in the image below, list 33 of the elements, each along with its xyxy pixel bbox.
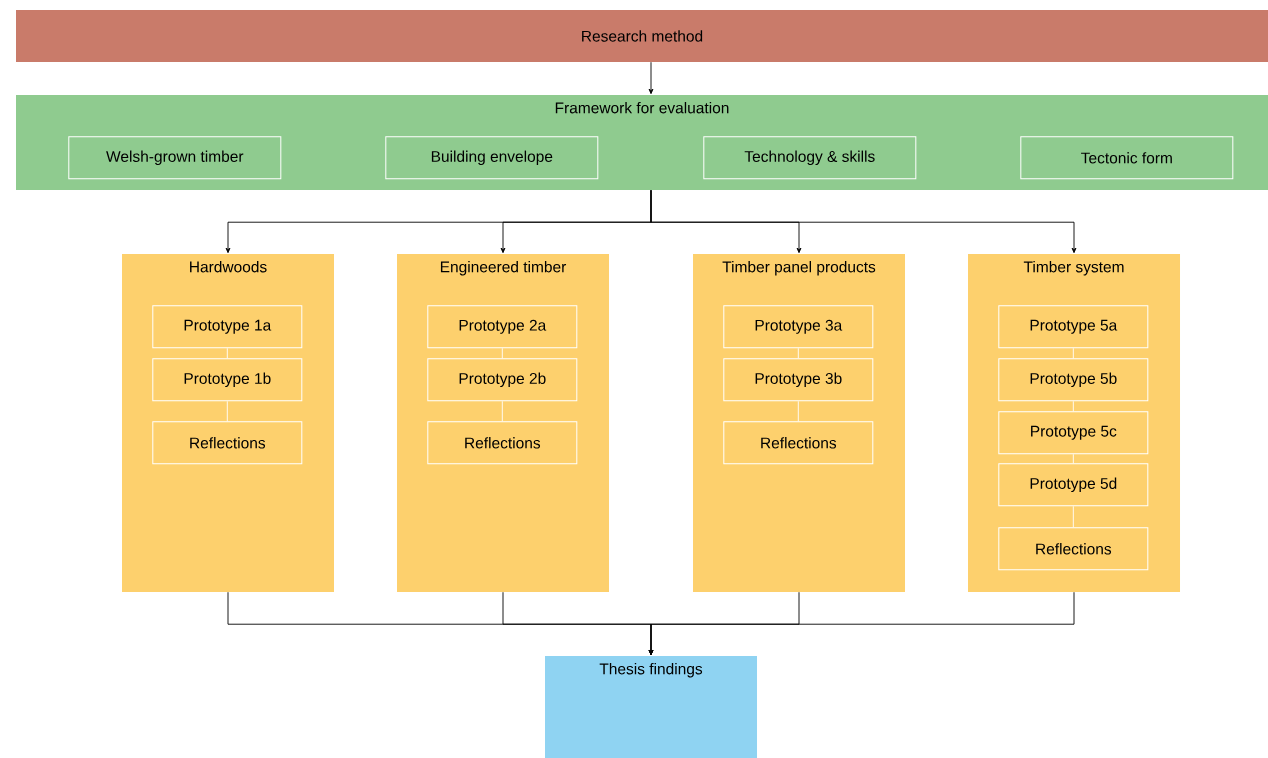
criterion-box: Technology & skills — [703, 136, 917, 180]
prototype-box: Prototype 5c — [998, 411, 1149, 455]
connector-line — [797, 400, 799, 422]
connector-line — [501, 400, 503, 422]
arrow — [648, 591, 1075, 656]
prototype-box: Reflections — [723, 421, 874, 465]
prototype-box: Prototype 5d — [998, 463, 1149, 507]
connector-line — [1072, 347, 1074, 359]
prototype-box: Prototype 2a — [427, 305, 578, 349]
prototype-box: Prototype 3b — [723, 358, 874, 402]
prototype-box: Prototype 1a — [152, 305, 303, 349]
prototype-box: Prototype 5b — [998, 358, 1149, 402]
prototype-box: Prototype 1b — [152, 358, 303, 402]
criterion-box: Welsh-grown timber — [68, 136, 282, 180]
header-bar: Research method — [16, 10, 1268, 62]
prototype-box: Reflections — [152, 421, 303, 465]
connector-line — [226, 400, 228, 422]
arrow — [650, 189, 1077, 254]
arrow — [648, 61, 654, 95]
connector-line — [797, 347, 799, 359]
prototype-box: Reflections — [998, 527, 1149, 571]
connector-line — [1072, 505, 1074, 528]
prototype-box: Prototype 2b — [427, 358, 578, 402]
findings-box: Thesis findings — [545, 656, 757, 758]
connector-line — [501, 347, 503, 359]
criterion-box: Building envelope — [385, 136, 599, 180]
connector-line — [226, 347, 228, 359]
prototype-box: Prototype 5a — [998, 305, 1149, 349]
connector-line — [1072, 400, 1074, 412]
prototype-box: Reflections — [427, 421, 578, 465]
connector-line — [1072, 453, 1074, 464]
prototype-box: Prototype 3a — [723, 305, 874, 349]
criterion-box: Tectonic form — [1020, 136, 1234, 180]
